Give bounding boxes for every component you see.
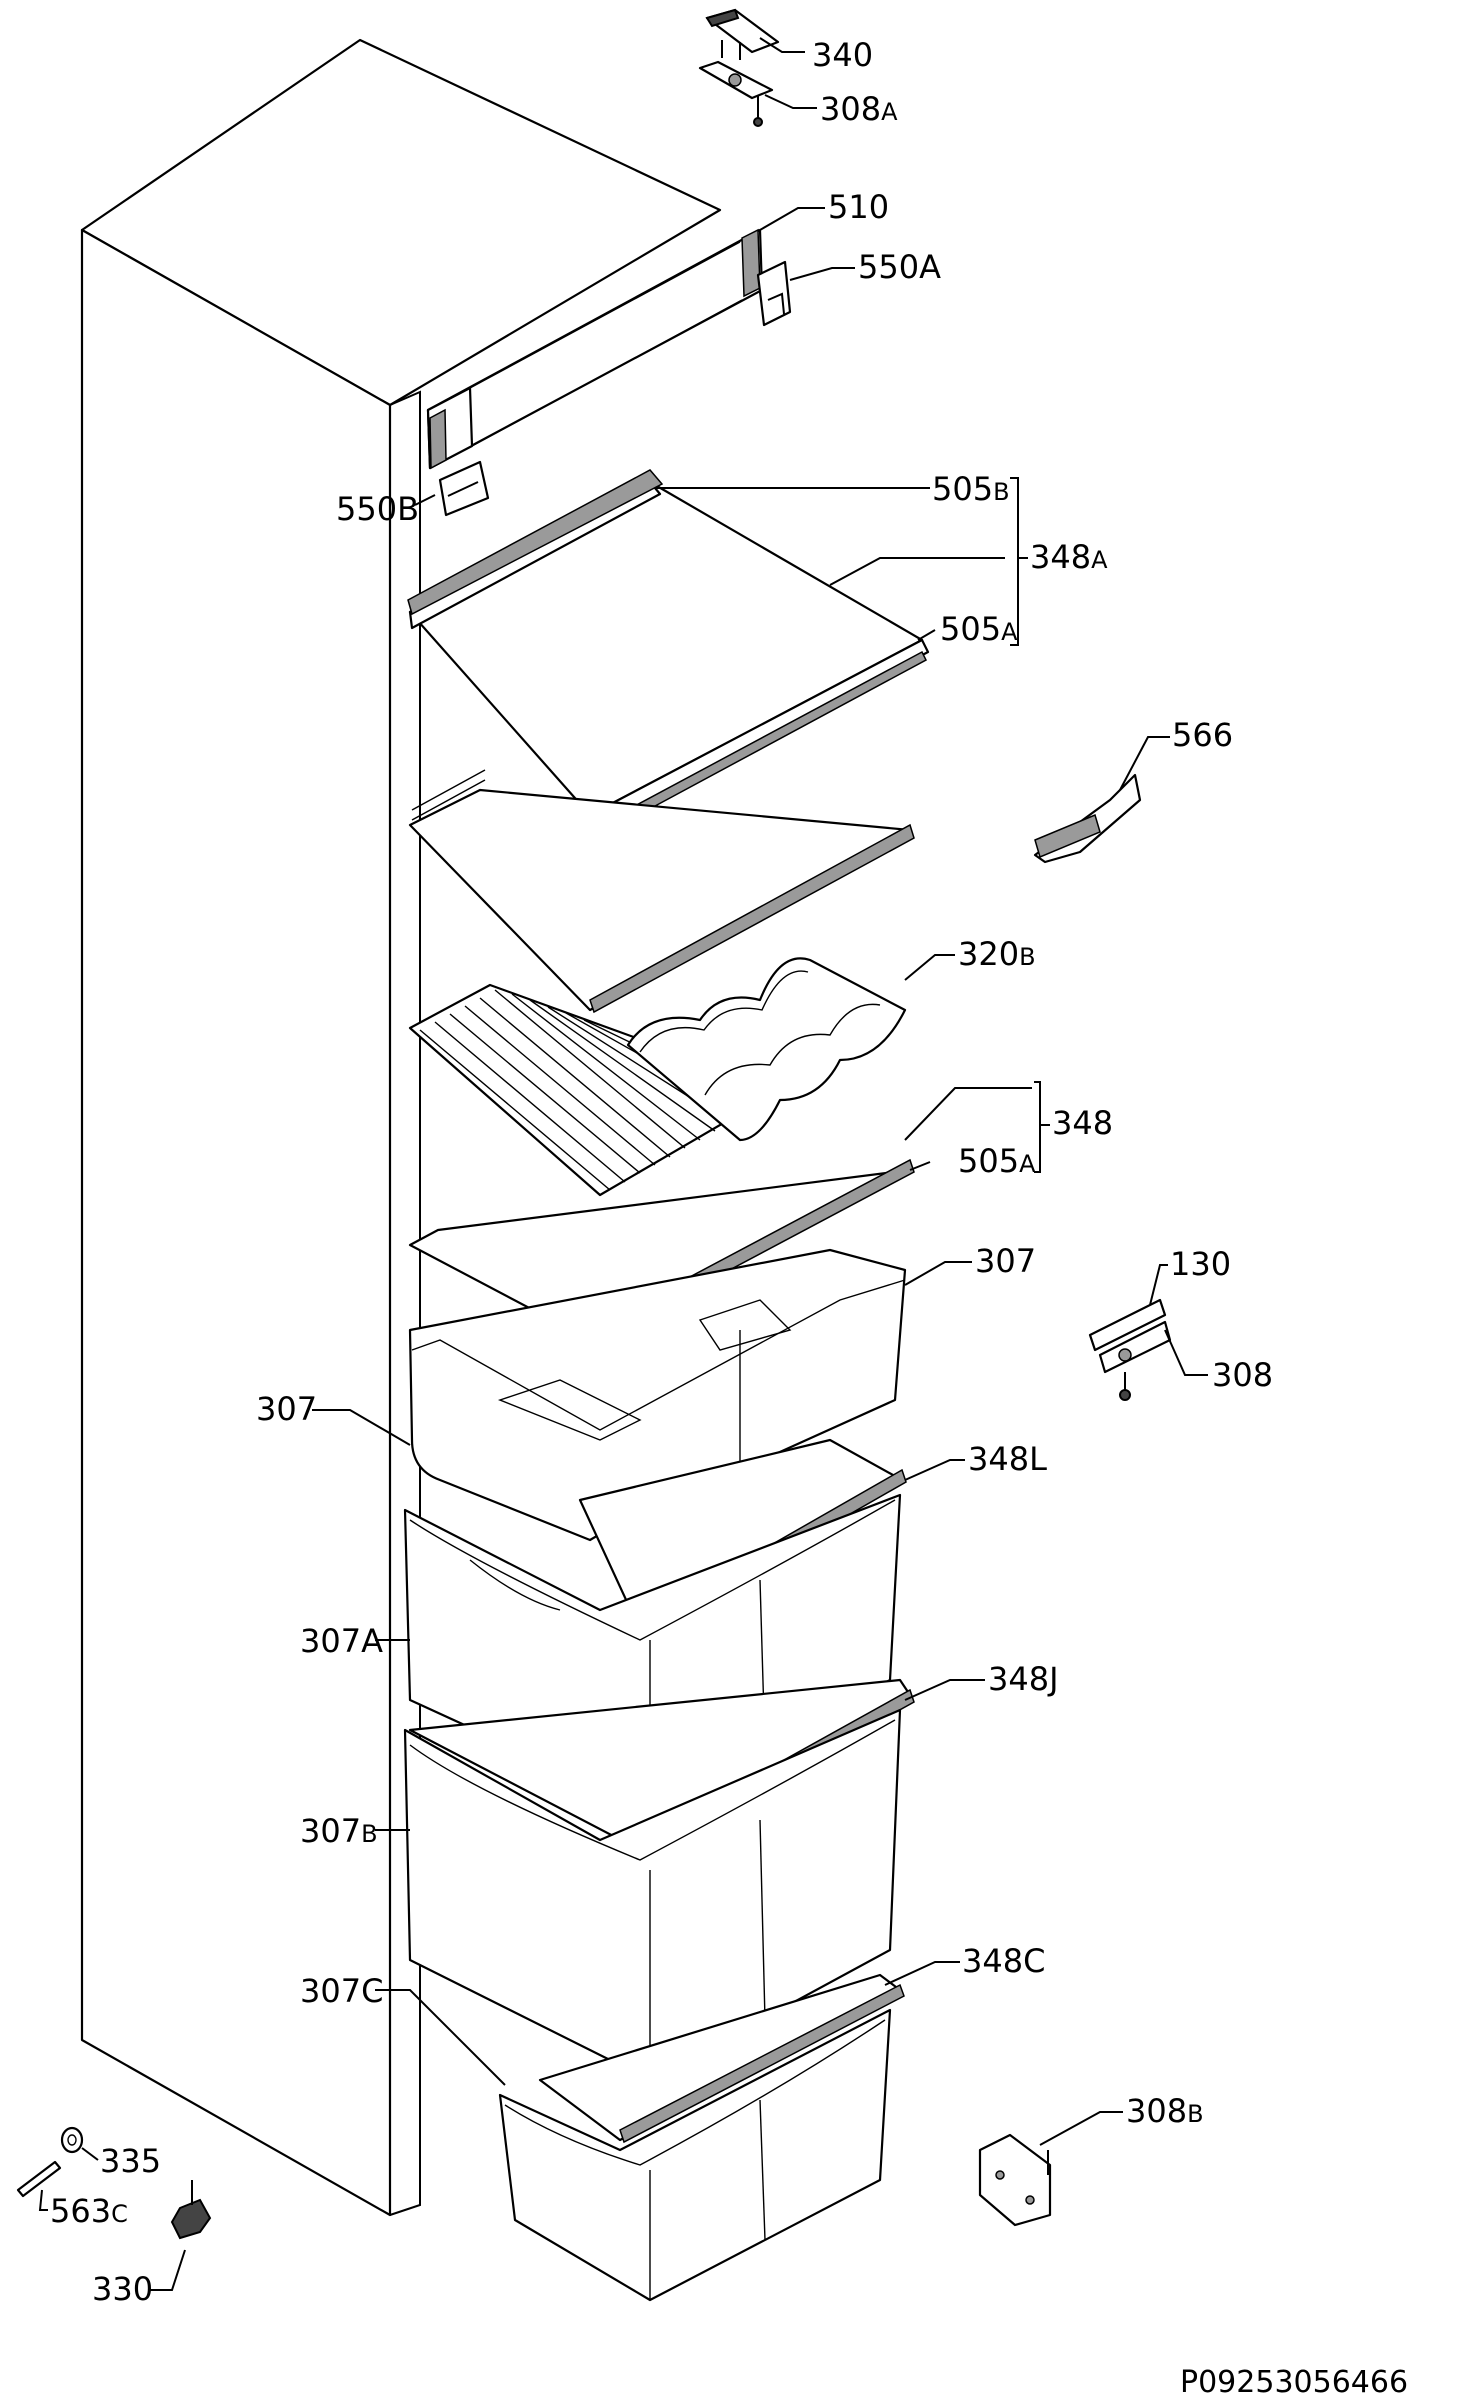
top-frame-510 <box>426 228 764 470</box>
label-505A-upper: 505A <box>940 610 1018 648</box>
cabinet <box>80 38 722 2217</box>
top-hinge-cover-340 <box>705 8 780 60</box>
label-307-left: 307 <box>256 1390 317 1428</box>
bracket-550A <box>756 260 792 327</box>
label-348A: 348A <box>1030 538 1108 576</box>
label-307C: 307C <box>300 1972 383 2010</box>
hinge-130-308 <box>1088 1298 1172 1401</box>
drawing-code: P09253056466 <box>1180 2365 1408 2400</box>
glass-cover-348C <box>538 1973 905 2144</box>
label-130: 130 <box>1170 1245 1231 1283</box>
label-348: 348 <box>1052 1104 1113 1142</box>
pin-563C <box>16 2160 62 2198</box>
label-335: 335 <box>100 2142 161 2180</box>
label-348L: 348L <box>968 1440 1047 1478</box>
label-320B: 320B <box>958 935 1036 973</box>
roller-335 <box>60 2126 84 2154</box>
label-348J: 348J <box>988 1660 1059 1698</box>
label-308B: 308B <box>1126 2092 1204 2130</box>
label-550B: 550B <box>336 490 419 528</box>
bottle-rack-320B <box>626 957 907 1142</box>
label-550A: 550A <box>858 248 941 286</box>
label-308A: 308A <box>820 90 898 128</box>
label-340: 340 <box>812 36 873 74</box>
label-505A-lower: 505A <box>958 1142 1036 1180</box>
label-563C: 563C <box>50 2192 128 2230</box>
foot-330 <box>170 2180 212 2240</box>
label-307A: 307A <box>300 1622 383 1660</box>
label-505B: 505B <box>932 470 1010 508</box>
bracket-550B <box>438 460 490 517</box>
leader-lines <box>38 37 1208 2291</box>
label-510: 510 <box>828 188 889 226</box>
label-308: 308 <box>1212 1356 1273 1394</box>
glass-shelf-348A <box>407 469 930 842</box>
label-330: 330 <box>92 2270 153 2308</box>
label-307-right: 307 <box>975 1242 1036 1280</box>
handle-566 <box>1033 773 1142 864</box>
glass-shelf-2 <box>408 769 915 1014</box>
label-348C: 348C <box>962 1942 1045 1980</box>
label-307B: 307B <box>300 1812 378 1850</box>
part-labels: 340 308A 510 550A 550B 505B 348A 505A 56… <box>50 36 1273 2308</box>
top-hinge-308A <box>698 60 774 127</box>
freezer-drawer-307C <box>498 2008 892 2302</box>
hinge-308B <box>978 2133 1052 2227</box>
freezer-drawer-307B <box>403 1708 902 2082</box>
label-566: 566 <box>1172 716 1233 754</box>
